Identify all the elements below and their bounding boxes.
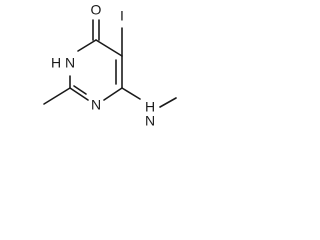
bond-n1-c2-double xyxy=(73,85,87,95)
bond-c6-n1 xyxy=(103,87,123,101)
bond-n3-c4 xyxy=(77,39,97,52)
molecule-structure-diagram: O I H N N H N xyxy=(43,2,177,129)
atom-amine-h: H xyxy=(145,99,155,115)
atom-ring-nh-n: N xyxy=(65,55,75,71)
bond-c6-nh xyxy=(121,87,141,100)
atom-ring-h: H xyxy=(51,55,61,71)
atom-ring-n: N xyxy=(91,97,101,113)
atom-iodine: I xyxy=(120,8,124,24)
bond-n1-c2 xyxy=(69,87,89,101)
atom-oxygen: O xyxy=(91,2,102,18)
bond-c4-c5 xyxy=(95,39,123,57)
atom-amine-n: N xyxy=(145,113,155,129)
bond-c2-methyl xyxy=(43,87,71,105)
bond-nh-methyl xyxy=(159,97,177,108)
